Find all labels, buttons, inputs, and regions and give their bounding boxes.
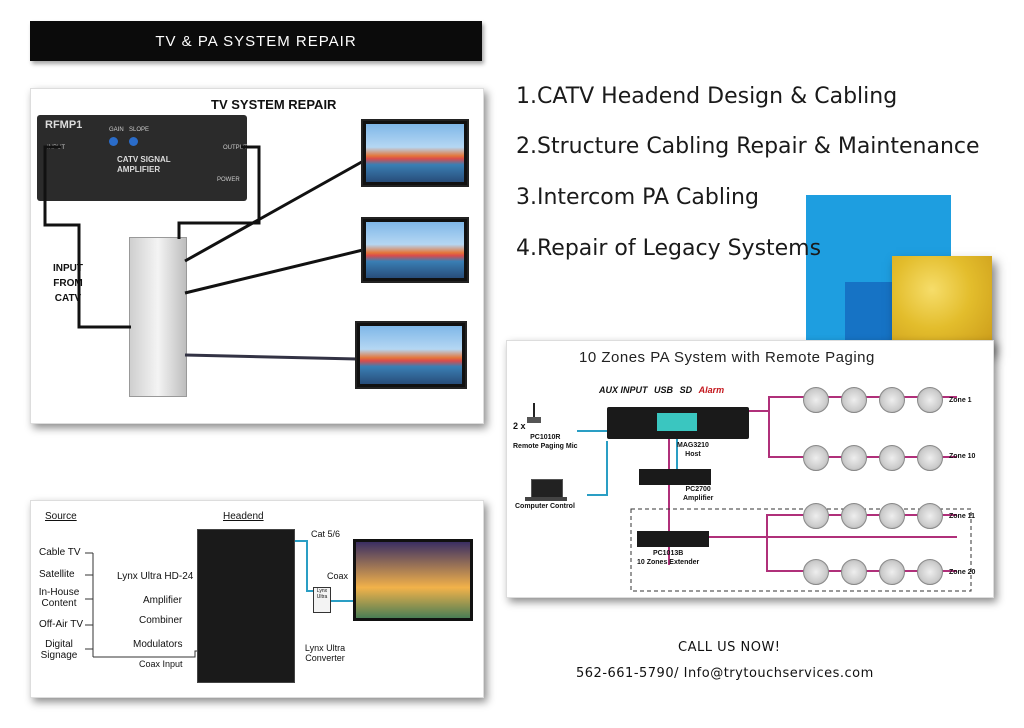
headend-header: Headend bbox=[223, 511, 264, 522]
amp-output-label: OUTPUT bbox=[223, 145, 248, 151]
speaker-icon bbox=[879, 445, 905, 471]
television-2 bbox=[361, 217, 469, 283]
speaker-icon bbox=[803, 559, 829, 585]
tv-repair-title: TV SYSTEM REPAIR bbox=[211, 97, 337, 112]
input-label-2: FROM bbox=[53, 278, 83, 289]
slope-knob-icon bbox=[129, 137, 138, 146]
mic-name: Remote Paging Mic bbox=[513, 443, 578, 450]
service-item-4: 4.Repair of Legacy Systems bbox=[516, 236, 822, 261]
zone-10-label: Zone 10 bbox=[949, 453, 976, 460]
headend-wiring bbox=[85, 540, 353, 658]
extender-name: 10 Zones Extender bbox=[637, 559, 700, 566]
speaker-icon bbox=[803, 445, 829, 471]
input-label-1: INPUT bbox=[53, 263, 83, 274]
extender-model: PC1013B bbox=[652, 550, 684, 557]
input-label-3: CATV bbox=[54, 293, 82, 304]
amp-model: RFMP1 bbox=[45, 119, 83, 131]
decor-square-gold bbox=[892, 256, 992, 352]
service-item-1: 1.CATV Headend Design & Cabling bbox=[516, 84, 898, 109]
banner-title: TV & PA SYSTEM REPAIR bbox=[155, 32, 357, 50]
source-header: Source bbox=[45, 511, 77, 522]
computer-control-label: Computer Control bbox=[515, 503, 575, 510]
extender-device bbox=[637, 531, 709, 547]
usb-label: USB bbox=[654, 385, 674, 395]
laptop-icon bbox=[531, 479, 563, 499]
amplifier-model: PC2700 bbox=[685, 486, 711, 493]
speaker-icon bbox=[841, 445, 867, 471]
laptop-base bbox=[525, 497, 567, 501]
host-device bbox=[607, 407, 749, 439]
coax-label: Coax bbox=[327, 571, 349, 581]
pa-system-card: 10 Zones PA System with Remote Paging AU… bbox=[506, 340, 994, 598]
zone-20-label: Zone 20 bbox=[949, 569, 976, 576]
splitter bbox=[129, 237, 187, 397]
rack-item-amplifier: Amplifier bbox=[143, 595, 182, 606]
amp-label-1: CATV SIGNAL bbox=[117, 155, 171, 164]
input-from-catv: INPUT FROM CATV bbox=[53, 261, 83, 306]
tv-cabling bbox=[43, 145, 368, 361]
source-in-house: In-House Content bbox=[38, 587, 80, 609]
amp-slope-label: SLOPE bbox=[129, 127, 150, 133]
amp-label-2: AMPLIFIER bbox=[117, 165, 161, 174]
speaker-icon bbox=[917, 559, 943, 585]
sd-label: SD bbox=[679, 385, 693, 395]
converter-label: Lynx Ultra Converter bbox=[304, 643, 346, 663]
speaker-icon bbox=[879, 559, 905, 585]
pa-input-labels: AUX INPUT USB SD Alarm bbox=[599, 385, 724, 395]
pa-wiring bbox=[577, 396, 972, 592]
extender-label: PC1013B 10 Zones Extender bbox=[637, 549, 699, 567]
mic-model: PC1010R bbox=[530, 434, 561, 441]
aux-input-label: AUX INPUT bbox=[599, 385, 648, 395]
alarm-label: Alarm bbox=[698, 385, 725, 395]
coax-input-label: Coax Input bbox=[139, 659, 183, 669]
amplifier-label: PC2700 Amplifier bbox=[683, 485, 713, 503]
pa-title: 10 Zones PA System with Remote Paging bbox=[579, 349, 875, 366]
mic-label: PC1010R Remote Paging Mic bbox=[513, 433, 578, 451]
amp-gain-label: GAIN bbox=[109, 127, 124, 133]
mic-count: 2 x bbox=[513, 421, 526, 431]
host-label: MAG3210 Host bbox=[677, 441, 709, 459]
headend-television bbox=[353, 539, 473, 621]
speaker-icon bbox=[803, 503, 829, 529]
tv-repair-card: TV SYSTEM REPAIR RFMP1 GAIN SLOPE INPUT … bbox=[30, 88, 484, 424]
television-3 bbox=[355, 321, 467, 389]
source-digital-signage: Digital Signage bbox=[40, 639, 78, 661]
page-banner: TV & PA SYSTEM REPAIR bbox=[30, 21, 482, 61]
paging-mic-icon bbox=[527, 403, 541, 423]
source-satellite: Satellite bbox=[39, 569, 75, 580]
speaker-icon bbox=[879, 503, 905, 529]
rack-item-combiner: Combiner bbox=[139, 615, 183, 626]
service-item-2: 2.Structure Cabling Repair & Maintenance bbox=[516, 134, 980, 159]
gain-knob-icon bbox=[109, 137, 118, 146]
amplifier-name: Amplifier bbox=[683, 495, 714, 502]
service-item-3: 3.Intercom PA Cabling bbox=[516, 185, 759, 210]
host-display bbox=[657, 413, 697, 431]
source-cable-tv: Cable TV bbox=[39, 547, 81, 558]
zone-1-label: Zone 1 bbox=[949, 397, 972, 404]
speaker-icon bbox=[841, 559, 867, 585]
host-model: MAG3210 bbox=[677, 442, 709, 449]
rack-item-modulators: Modulators bbox=[133, 639, 183, 650]
zone-11-label: Zone 11 bbox=[949, 513, 976, 520]
converter-box: Lynx Ultra bbox=[313, 587, 331, 613]
host-name: Host bbox=[685, 451, 701, 458]
television-1 bbox=[361, 119, 469, 187]
contact-info[interactable]: 562-661-5790/ Info@trytouchservices.com bbox=[576, 666, 874, 681]
headend-card: Source Headend Cable TV Satellite In-Hou… bbox=[30, 500, 484, 698]
speaker-icon bbox=[879, 387, 905, 413]
source-off-air: Off-Air TV bbox=[39, 619, 84, 630]
speaker-icon bbox=[841, 387, 867, 413]
speaker-icon bbox=[917, 503, 943, 529]
speaker-icon bbox=[803, 387, 829, 413]
cat-label: Cat 5/6 bbox=[311, 529, 341, 539]
speaker-icon bbox=[841, 503, 867, 529]
rack-item-lynx: Lynx Ultra HD-24 bbox=[117, 571, 194, 582]
speaker-icon bbox=[917, 387, 943, 413]
speaker-icon bbox=[917, 445, 943, 471]
amplifier-device bbox=[639, 469, 711, 485]
call-us-label: CALL US NOW! bbox=[678, 640, 781, 655]
headend-rack bbox=[197, 529, 295, 683]
amp-power-label: POWER bbox=[217, 177, 240, 183]
